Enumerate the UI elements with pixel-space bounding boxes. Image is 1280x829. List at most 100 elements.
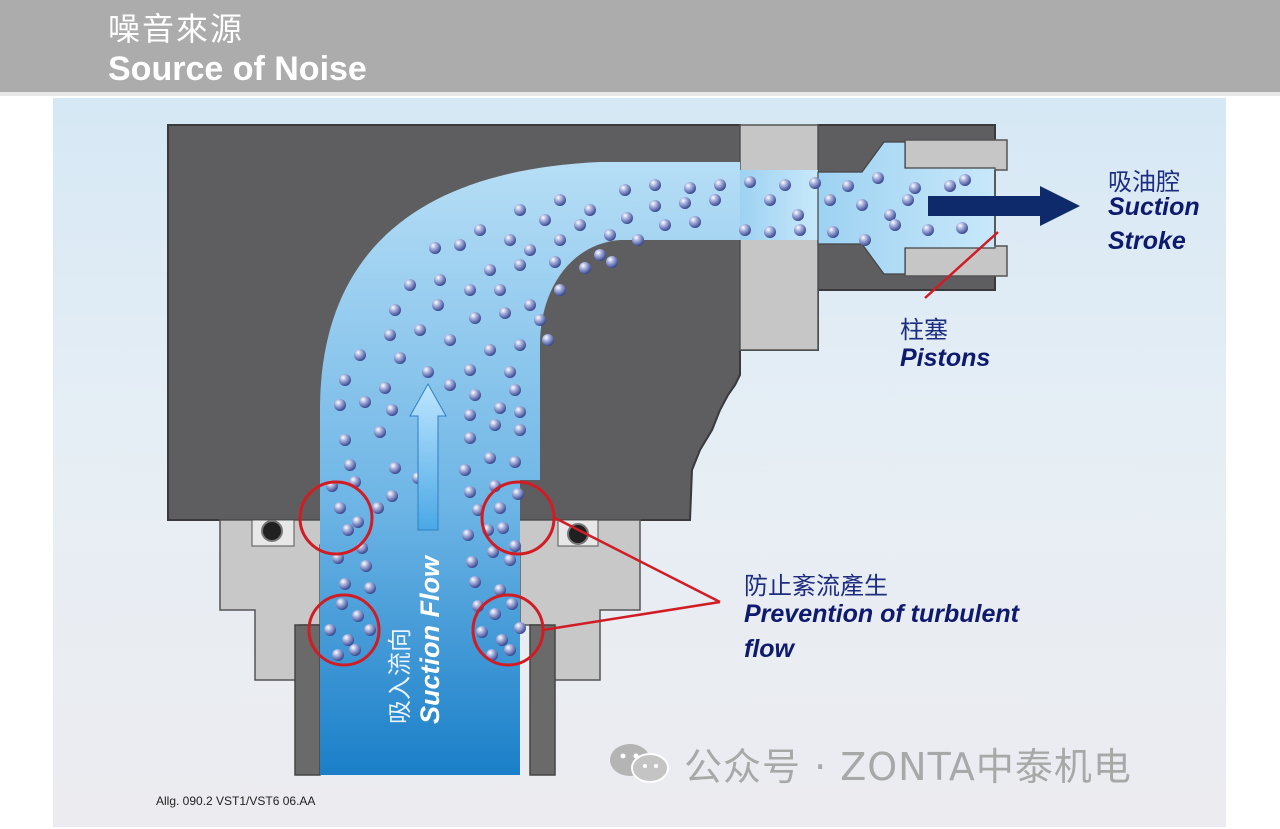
air-bubble xyxy=(909,182,921,194)
suction-label-line1: Suction xyxy=(1108,193,1200,221)
air-bubble xyxy=(944,180,956,192)
air-bubble xyxy=(679,197,691,209)
air-bubble xyxy=(444,379,456,391)
air-bubble xyxy=(659,219,671,231)
air-bubble xyxy=(352,516,364,528)
air-bubble xyxy=(574,219,586,231)
air-bubble xyxy=(649,200,661,212)
air-bubble xyxy=(464,364,476,376)
air-bubble xyxy=(454,239,466,251)
air-bubble xyxy=(386,404,398,416)
watermark: 公众号 · ZONTA中泰机电 xyxy=(684,745,1132,789)
air-bubble xyxy=(336,598,348,610)
air-bubble xyxy=(902,194,914,206)
air-bubble xyxy=(339,374,351,386)
pistons-label-cn: 柱塞 xyxy=(900,316,948,344)
air-bubble xyxy=(512,488,524,500)
air-bubble xyxy=(444,334,456,346)
air-bubble xyxy=(872,172,884,184)
air-bubble xyxy=(489,419,501,431)
air-bubble xyxy=(859,234,871,246)
air-bubble xyxy=(499,307,511,319)
air-bubble xyxy=(504,644,516,656)
air-bubble xyxy=(342,634,354,646)
air-bubble xyxy=(684,182,696,194)
air-bubble xyxy=(809,177,821,189)
air-bubble xyxy=(509,384,521,396)
air-bubble xyxy=(549,256,561,268)
turbulence-circle-upper-left xyxy=(298,480,374,556)
air-bubble xyxy=(344,459,356,471)
air-bubble xyxy=(959,174,971,186)
air-bubble xyxy=(889,219,901,231)
air-bubble xyxy=(554,194,566,206)
right-arrow-icon xyxy=(928,186,1080,226)
suction-label-line2: Stroke xyxy=(1108,227,1186,255)
air-bubble xyxy=(429,242,441,254)
air-bubble xyxy=(464,409,476,421)
air-bubble xyxy=(484,452,496,464)
air-bubble xyxy=(404,279,416,291)
air-bubble xyxy=(389,462,401,474)
air-bubble xyxy=(459,464,471,476)
air-bubble xyxy=(379,382,391,394)
air-bubble xyxy=(956,222,968,234)
air-bubble xyxy=(524,299,536,311)
air-bubble xyxy=(386,490,398,502)
air-bubble xyxy=(484,344,496,356)
air-bubble xyxy=(484,264,496,276)
air-bubble xyxy=(414,324,426,336)
air-bubble xyxy=(364,624,376,636)
air-bubble xyxy=(487,546,499,558)
wechat-icon xyxy=(610,744,669,783)
air-bubble xyxy=(621,212,633,224)
air-bubble xyxy=(632,234,644,246)
drawing-reference: Allg. 090.2 VST1/VST6 06.AA xyxy=(156,794,316,808)
air-bubble xyxy=(494,584,506,596)
air-bubble xyxy=(504,234,516,246)
air-bubble xyxy=(922,224,934,236)
air-bubble xyxy=(779,179,791,191)
air-bubble xyxy=(374,426,386,438)
turbulence-label-line2: flow xyxy=(744,635,794,663)
air-bubble xyxy=(324,624,336,636)
air-bubble xyxy=(494,502,506,514)
page-title-cn: 噪音來源 xyxy=(108,10,245,48)
air-bubble xyxy=(504,366,516,378)
air-bubble xyxy=(334,399,346,411)
port-block-bottom xyxy=(739,237,819,351)
air-bubble xyxy=(554,234,566,246)
air-bubble xyxy=(360,560,372,572)
air-bubble xyxy=(354,349,366,361)
air-bubble xyxy=(689,216,701,228)
air-bubble xyxy=(744,176,756,188)
fluid-channel xyxy=(320,162,740,775)
air-bubble xyxy=(764,226,776,238)
air-bubble xyxy=(594,249,606,261)
port-block-top xyxy=(739,124,819,174)
air-bubble xyxy=(649,179,661,191)
air-bubble xyxy=(464,432,476,444)
air-bubble xyxy=(606,256,618,268)
air-bubble xyxy=(514,406,526,418)
air-bubble xyxy=(542,334,554,346)
pistons-label: Pistons xyxy=(900,344,991,372)
air-bubble xyxy=(534,314,546,326)
air-bubble xyxy=(474,224,486,236)
air-bubble xyxy=(364,582,376,594)
air-bubble xyxy=(332,649,344,661)
air-bubble xyxy=(884,209,896,221)
o-ring-left xyxy=(261,520,283,542)
air-bubble xyxy=(494,284,506,296)
air-bubble xyxy=(856,199,868,211)
up-arrow-icon xyxy=(409,382,447,531)
air-bubble xyxy=(466,556,478,568)
air-bubble xyxy=(494,402,506,414)
air-bubble xyxy=(509,540,521,552)
air-bubble xyxy=(464,284,476,296)
turbulence-circle-upper-right xyxy=(480,480,556,556)
air-bubble xyxy=(764,194,776,206)
air-bubble xyxy=(432,299,444,311)
air-bubble xyxy=(739,224,751,236)
air-bubble xyxy=(389,304,401,316)
